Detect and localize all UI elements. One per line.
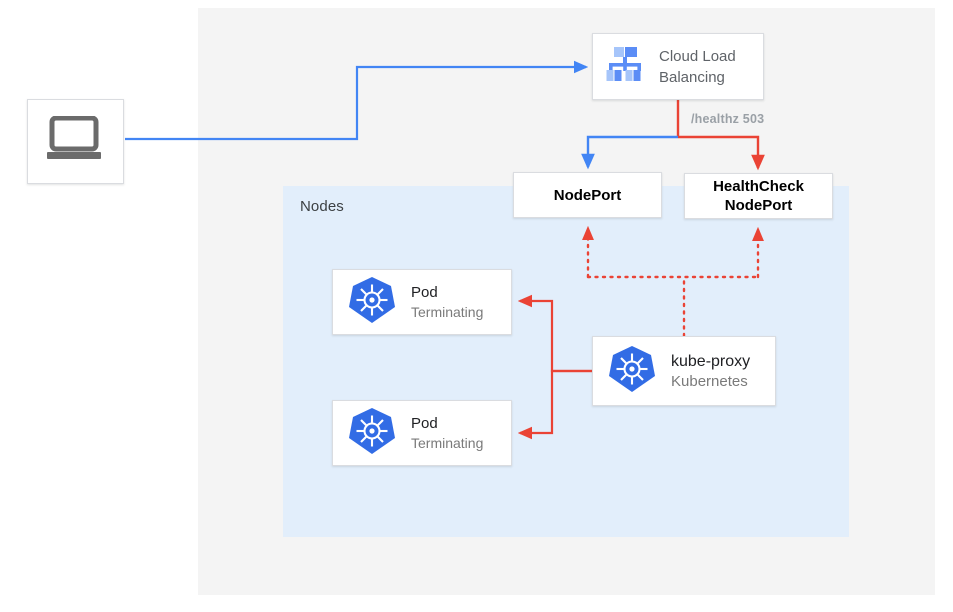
client-node[interactable] [27,99,124,184]
nodes-region-label: Nodes [300,198,344,215]
laptop-icon [45,115,107,167]
nodeport-node[interactable]: NodePort [513,172,662,218]
nodeport-label: NodePort [553,186,622,204]
pod-1-title: Pod [411,283,438,301]
pod-2-title: Pod [411,414,438,432]
cloud-load-balancing-icon [603,43,647,90]
kube-proxy-node[interactable]: kube-proxy Kubernetes [592,336,776,406]
healthcheck-nodeport-label-line2: NodePort [724,197,793,214]
kube-proxy-title: kube-proxy [671,352,751,370]
pod-1-status: Terminating [411,303,484,320]
healthcheck-nodeport-label-line1: HealthCheck [713,178,804,195]
kubernetes-icon [347,275,397,330]
cloud-load-balancing-node[interactable]: Cloud Load Balancing [592,33,764,100]
pod-node-2[interactable]: Pod Terminating [332,400,512,466]
kubernetes-icon [607,344,657,399]
clb-label-line1: Cloud Load [659,47,736,65]
kube-proxy-subtitle: Kubernetes [671,372,748,390]
healthz-edge-label: /healthz 503 [691,112,765,126]
clb-label-line2: Balancing [659,68,725,86]
kubernetes-icon [347,406,397,461]
healthcheck-nodeport-node[interactable]: HealthCheck NodePort [684,173,833,219]
pod-node-1[interactable]: Pod Terminating [332,269,512,335]
pod-2-status: Terminating [411,434,484,451]
